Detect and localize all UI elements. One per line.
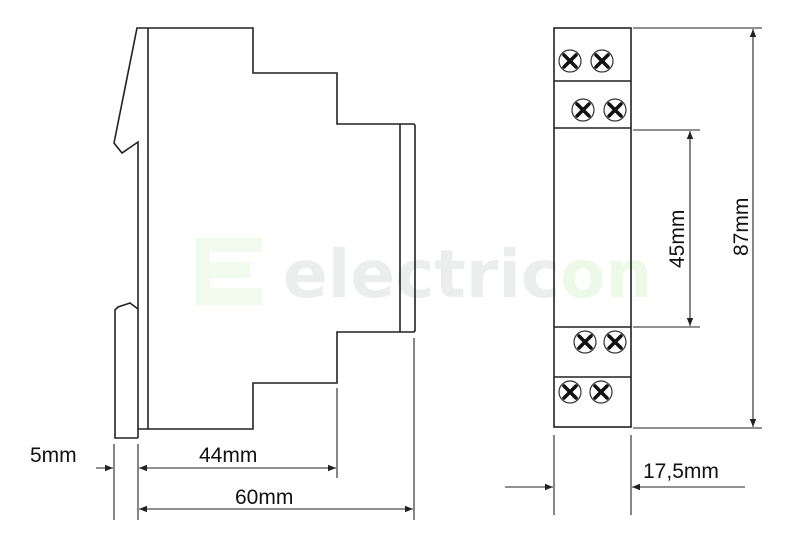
screw-icon bbox=[573, 330, 597, 354]
dim-label-44mm: 44mm bbox=[199, 444, 257, 467]
dim-label-5mm: 5mm bbox=[30, 444, 77, 467]
screw-icon bbox=[558, 49, 582, 73]
dim-label-45mm: 45mm bbox=[666, 210, 689, 268]
dim-label-17-5mm: 17,5mm bbox=[643, 460, 719, 483]
dim-label-87mm: 87mm bbox=[730, 198, 753, 256]
front-body-outline bbox=[553, 27, 632, 428]
screw-icon bbox=[590, 49, 614, 73]
terminal-screws bbox=[558, 49, 627, 404]
watermark-logo: electricon bbox=[196, 236, 652, 313]
screw-icon bbox=[558, 380, 582, 404]
din-clip-lower bbox=[114, 302, 139, 439]
watermark-text: electricon bbox=[283, 236, 652, 313]
screw-icon bbox=[603, 98, 627, 122]
side-body-outline bbox=[138, 27, 416, 430]
screw-icon bbox=[603, 330, 627, 354]
screw-icon bbox=[589, 380, 613, 404]
side-view: 5mm 44mm 60mm bbox=[30, 27, 416, 520]
screw-icon bbox=[571, 98, 595, 122]
front-view: 45mm 87mm 17,5mm bbox=[505, 27, 762, 515]
din-clip-upper bbox=[113, 27, 148, 438]
dim-label-60mm: 60mm bbox=[235, 486, 293, 509]
